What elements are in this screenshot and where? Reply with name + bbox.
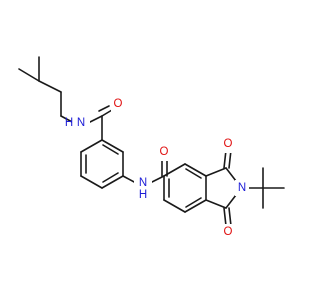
atom-o-top: O	[111, 97, 125, 113]
bond-single	[163, 163, 186, 177]
atom-layer: N H O N H O O N	[65, 97, 249, 240]
bond-aromatic	[163, 199, 186, 213]
atom-o-middle: O	[157, 145, 171, 161]
atom-o-label: O	[224, 138, 233, 150]
bond-aromatic	[101, 175, 124, 189]
atom-o-label: O	[114, 98, 123, 110]
bond-aromatic	[80, 139, 103, 153]
bond-aromatic-inner	[102, 172, 119, 183]
bond-double	[101, 109, 113, 117]
bond-single	[225, 167, 237, 182]
bond-single	[225, 194, 237, 209]
atom-h-label: H	[139, 189, 147, 201]
bond-aromatic	[184, 199, 207, 213]
bond-aromatic-inner	[185, 168, 202, 179]
atom-n-label: N	[77, 117, 85, 129]
structure-canvas: N H O N H O O N	[18, 56, 285, 240]
atom-o-label: O	[224, 226, 233, 238]
bond-aromatic	[184, 163, 207, 177]
atom-nh-top: N H	[65, 115, 90, 137]
bond-single	[18, 68, 40, 82]
atom-o-imide-top: O	[221, 137, 235, 153]
bond-double	[98, 105, 110, 112]
bond-single	[205, 167, 227, 177]
bond-double	[228, 207, 232, 227]
atom-h-label: H	[65, 117, 73, 129]
atom-n-label: N	[238, 182, 246, 194]
bond-aromatic-inner	[102, 144, 119, 155]
atom-o-label: O	[160, 146, 169, 158]
atom-n-imide: N	[235, 180, 249, 196]
molecule-drawing: N H O N H O O N	[18, 56, 285, 240]
bond-single	[60, 115, 75, 124]
bond-aromatic	[101, 139, 124, 153]
bond-aromatic-inner	[185, 197, 202, 208]
bond-layer	[18, 56, 285, 227]
atom-o-imide-bottom: O	[221, 224, 235, 240]
atom-nh-middle: N H	[134, 177, 152, 201]
bond-double	[223, 207, 227, 227]
atom-n-label: N	[139, 177, 147, 189]
bond-single	[149, 175, 165, 184]
bond-single	[122, 175, 137, 184]
bond-single	[205, 199, 227, 209]
bond-aromatic	[80, 175, 103, 189]
bond-single	[87, 115, 103, 124]
bond-single	[38, 80, 62, 93]
